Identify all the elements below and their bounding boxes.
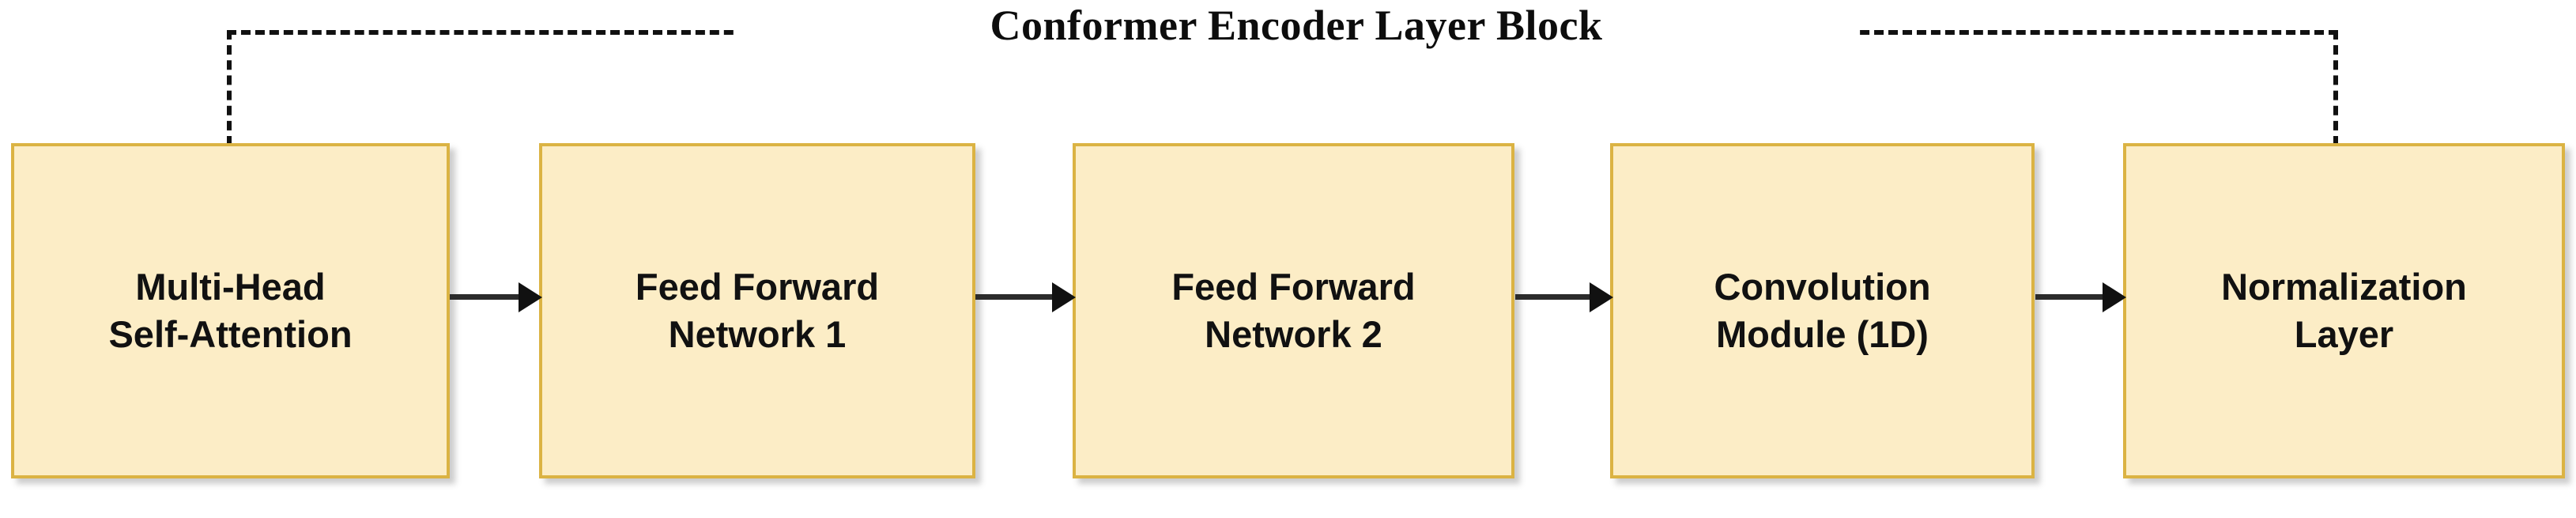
arrow-shaft (975, 294, 1055, 300)
node-label: Feed Forward Network 1 (635, 265, 880, 355)
node-label: Multi-Head Self-Attention (108, 265, 353, 355)
arrow-icon-ffn1-to-ffn2 (975, 282, 1076, 312)
arrow-icon-conv-to-norm (2035, 282, 2126, 312)
bracket-left-dashed-line (227, 30, 232, 146)
node-label: Convolution Module (1D) (1714, 265, 1931, 355)
node-convolution-module-1d[interactable]: Convolution Module (1D) (1610, 143, 2035, 478)
arrow-shaft (2035, 294, 2106, 300)
diagram-title: Conformer Encoder Layer Block (735, 2, 1858, 49)
arrow-icon-ffn2-to-conv (1515, 282, 1613, 312)
arrow-head (1590, 282, 1613, 312)
arrow-head (2103, 282, 2126, 312)
arrow-head (519, 282, 542, 312)
arrow-head (1052, 282, 1076, 312)
node-label: Feed Forward Network 2 (1171, 265, 1416, 355)
node-label: Normalization Layer (2221, 265, 2467, 355)
node-feed-forward-network-1[interactable]: Feed Forward Network 1 (539, 143, 975, 478)
node-normalization-layer[interactable]: Normalization Layer (2123, 143, 2565, 478)
arrow-icon-mhsa-to-ffn1 (450, 282, 542, 312)
arrow-shaft (450, 294, 522, 300)
bracket-right-dashed-line (2333, 30, 2338, 146)
node-multi-head-self-attention[interactable]: Multi-Head Self-Attention (11, 143, 450, 478)
node-feed-forward-network-2[interactable]: Feed Forward Network 2 (1073, 143, 1514, 478)
arrow-shaft (1515, 294, 1593, 300)
